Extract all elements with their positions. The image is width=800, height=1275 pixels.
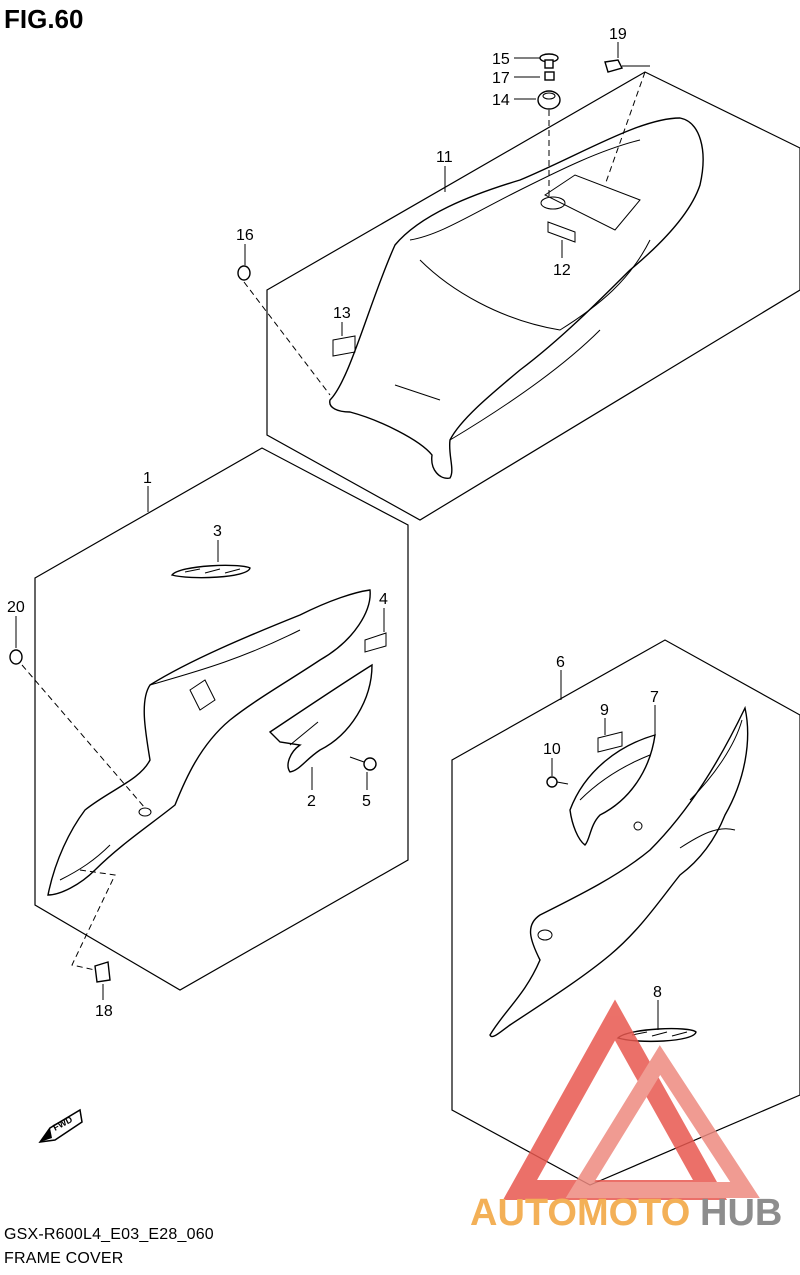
bolt-19 xyxy=(604,59,624,73)
left-frame-cover-part xyxy=(47,589,371,896)
decal-12 xyxy=(547,221,576,243)
left-cover-lower-crease xyxy=(59,844,111,881)
leader-lines xyxy=(15,42,659,1030)
part-label-2: 2 xyxy=(307,793,316,810)
tail-cover-group xyxy=(237,53,800,521)
part-label-7: 7 xyxy=(650,689,659,706)
figure-title: FIG.60 xyxy=(4,4,84,34)
part-label-5: 5 xyxy=(362,793,371,810)
inner-cover-7-edge xyxy=(579,754,651,801)
part-label-4: 4 xyxy=(379,591,388,608)
part-label-10: 10 xyxy=(543,741,561,758)
tail-cover-bracket xyxy=(544,174,641,231)
part-label-16: 16 xyxy=(236,227,254,244)
group-frame-6 xyxy=(451,639,800,1186)
part-label-13: 13 xyxy=(333,305,351,322)
grommet-20 xyxy=(9,649,23,665)
left-cover-top-edge xyxy=(149,629,301,686)
right-cover-group xyxy=(451,639,800,1186)
part-label-12: 12 xyxy=(553,262,571,279)
tail-cover-mount-hole xyxy=(540,196,566,210)
leader-18-dashed xyxy=(71,869,116,971)
leader-20-dashed xyxy=(21,664,146,809)
bolt-15-shank xyxy=(544,59,554,69)
part-label-18: 18 xyxy=(95,1003,113,1020)
screw-10 xyxy=(546,776,558,788)
part-label-11: 11 xyxy=(436,149,453,166)
emblem-3-detail xyxy=(184,568,241,574)
tail-cover-lower-edge xyxy=(449,329,601,441)
screw-10-shank xyxy=(556,781,569,785)
part-label-3: 3 xyxy=(213,523,222,540)
watermark-triangle-inner-icon xyxy=(565,1045,760,1198)
right-cover-grommet-hole xyxy=(537,929,553,941)
right-frame-cover-part xyxy=(489,705,749,1038)
tail-cover-inner-edge xyxy=(409,139,641,241)
left-cover-tab xyxy=(189,679,216,711)
part-number-labels: 15 17 14 19 11 16 12 13 1 3 4 20 2 5 18 … xyxy=(7,26,662,1020)
bolt-16 xyxy=(237,265,251,281)
right-cover-inner-edge xyxy=(689,719,743,801)
section-name: FRAME COVER xyxy=(4,1250,124,1267)
decal-4 xyxy=(364,632,387,653)
inner-cover-2 xyxy=(268,663,373,773)
leader-16-dashed xyxy=(243,281,331,396)
tail-cover-part xyxy=(329,117,704,479)
decal-13 xyxy=(332,335,356,357)
cushion-14-hole xyxy=(542,92,556,100)
right-cover-vent xyxy=(679,828,736,849)
part-label-8: 8 xyxy=(653,984,662,1001)
screw-5-shank xyxy=(349,756,365,763)
model-code: GSX-R600L4_E03_E28_060 xyxy=(4,1226,214,1243)
fwd-arrow-head xyxy=(40,1128,52,1142)
part-label-1: 1 xyxy=(143,470,152,487)
part-label-9: 9 xyxy=(600,702,609,719)
inner-cover-2-edge xyxy=(289,721,319,746)
left-cover-group xyxy=(9,447,409,991)
tail-cover-crease xyxy=(394,384,441,401)
washer-17 xyxy=(544,71,555,81)
left-cover-grommet-hole xyxy=(138,807,152,817)
watermark-logo: AUTOMOTO HUB xyxy=(470,999,782,1234)
part-label-17: 17 xyxy=(492,70,510,87)
inner-cover-7 xyxy=(569,734,656,846)
watermark-text-a: AUTOMOTO xyxy=(470,1192,690,1234)
tail-cover-seat-opening xyxy=(419,239,651,331)
cushion-14 xyxy=(537,90,561,110)
part-label-6: 6 xyxy=(556,654,565,671)
part-label-15: 15 xyxy=(492,51,510,68)
part-label-20: 20 xyxy=(7,599,25,616)
grommet-18 xyxy=(94,961,111,983)
part-label-14: 14 xyxy=(492,92,510,109)
fwd-arrow: FWD xyxy=(38,1108,83,1143)
part-label-19: 19 xyxy=(609,26,627,43)
group-frame-1 xyxy=(34,447,409,991)
screw-5 xyxy=(363,757,377,771)
decal-9 xyxy=(597,731,623,753)
right-cover-mount-hole xyxy=(633,821,643,831)
watermark-text-b: HUB xyxy=(700,1192,782,1234)
